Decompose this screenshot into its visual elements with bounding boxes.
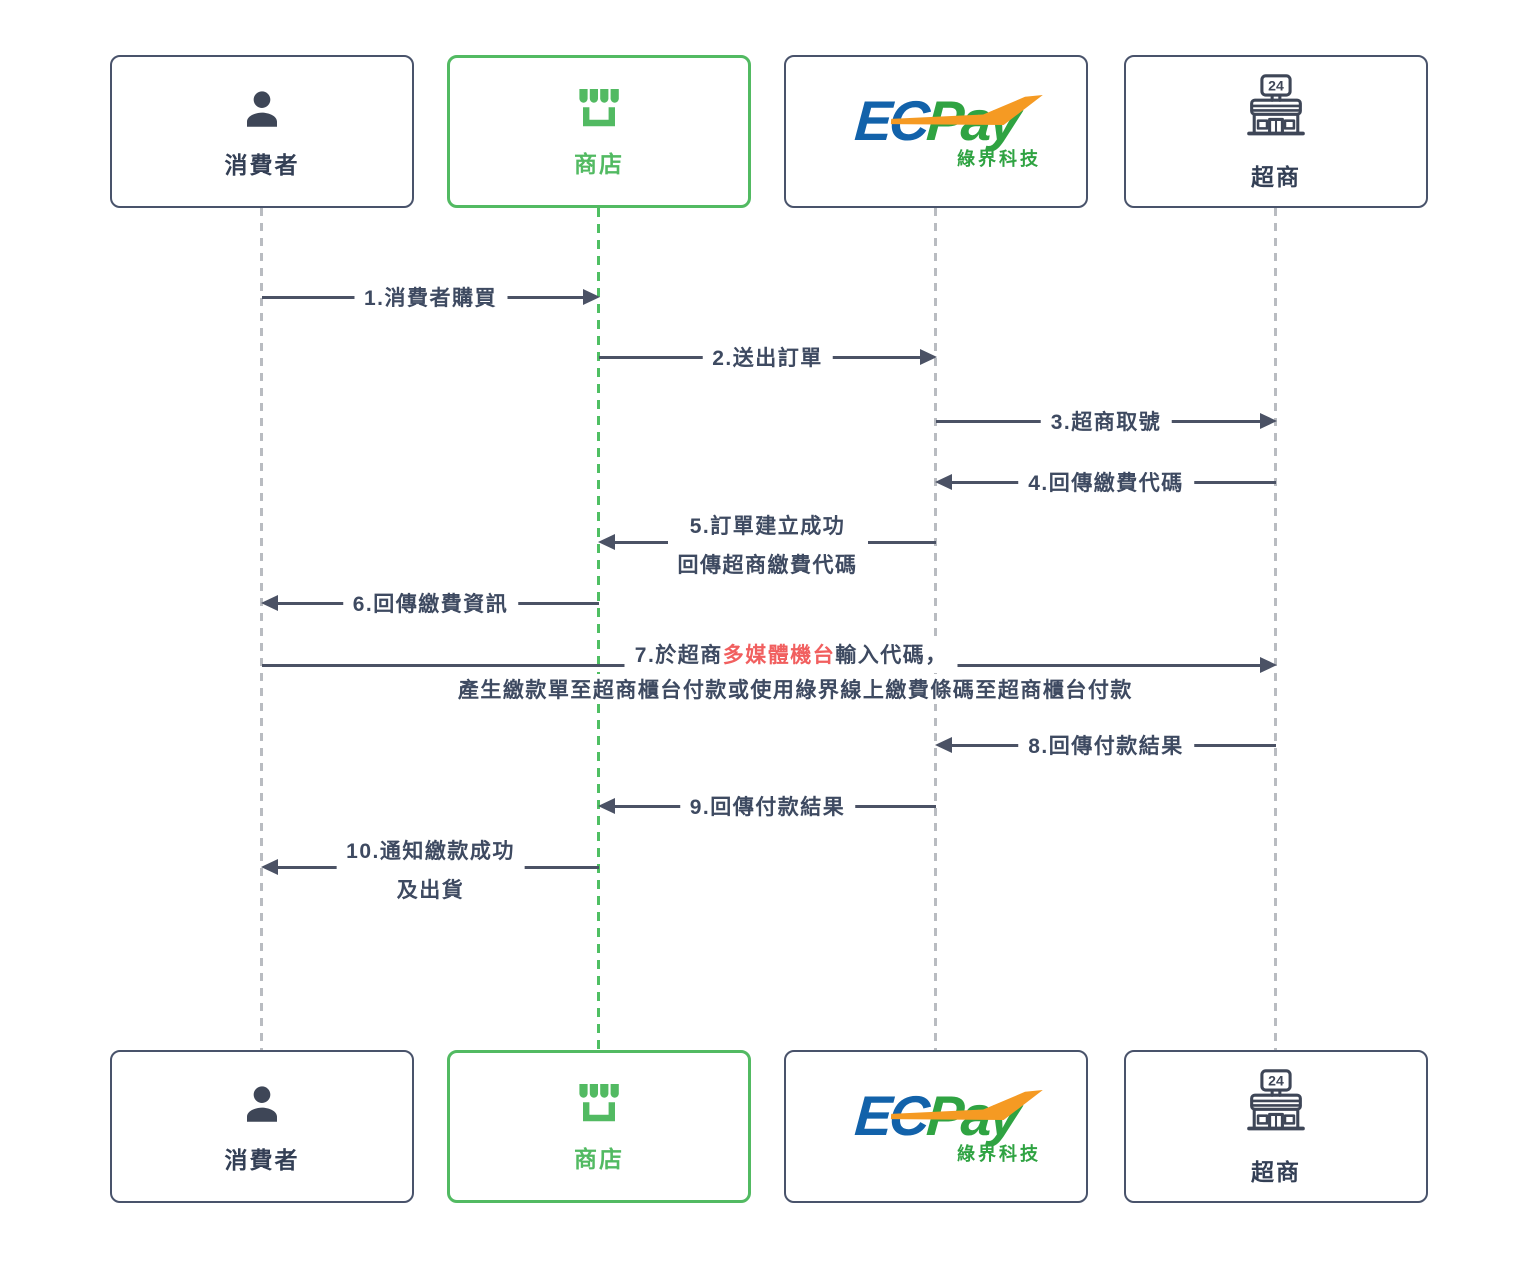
message-label-8: 8.回傳付款結果 bbox=[1018, 730, 1194, 760]
message-label-2: 2.送出訂單 bbox=[702, 342, 833, 372]
actor-label-consumer: 消費者 bbox=[224, 152, 300, 178]
message-label-4: 4.回傳繳費代碼 bbox=[1018, 467, 1194, 497]
message-label-6: 6.回傳繳費資訊 bbox=[342, 588, 519, 618]
arrowhead-icon bbox=[935, 474, 952, 490]
actor-label-cvs: 超商 bbox=[1251, 1158, 1301, 1185]
sign-24-text: 24 bbox=[1268, 1072, 1284, 1088]
convenience-store-24-icon: 24 bbox=[1235, 1067, 1317, 1149]
ecpay-logo: ECPay 綠界科技 bbox=[821, 1084, 1051, 1166]
arrowhead-icon bbox=[261, 595, 278, 611]
message-label-3: 3.超商取號 bbox=[1040, 406, 1172, 436]
person-icon bbox=[237, 83, 287, 133]
message-label-10: 10.通知繳款成功 及出貨 bbox=[336, 832, 525, 910]
actor-store-top: 商店 bbox=[447, 55, 751, 208]
message-label-5-line2: 回傳超商繳費代碼 bbox=[677, 554, 858, 577]
ecpay-ec-text: EC bbox=[852, 1083, 929, 1147]
message-label-7-line1: 7.於超商多媒體機台輸入代碼， bbox=[624, 639, 958, 669]
arrowhead-icon bbox=[1260, 413, 1277, 429]
actor-label-store: 商店 bbox=[574, 151, 624, 177]
actor-consumer-bottom: 消費者 bbox=[110, 1050, 414, 1203]
ecpay-subtitle: 綠界科技 bbox=[957, 148, 1041, 169]
lifeline-store bbox=[597, 208, 600, 1050]
message-7-suffix: 輸入代碼， bbox=[835, 644, 948, 667]
lifeline-consumer bbox=[260, 208, 263, 1050]
message-label-10-line1: 10.通知繳款成功 bbox=[346, 840, 515, 863]
storefront-icon bbox=[575, 84, 623, 132]
message-7-highlight: 多媒體機台 bbox=[722, 644, 836, 667]
lifeline-ecpay bbox=[934, 208, 937, 1050]
convenience-store-24-icon: 24 bbox=[1235, 72, 1317, 154]
message-label-5: 5.訂單建立成功 回傳超商繳費代碼 bbox=[667, 507, 868, 585]
ecpay-wordmark: ECPay bbox=[853, 89, 1044, 152]
ecpay-wordmark: ECPay bbox=[853, 1084, 1044, 1147]
arrowhead-icon bbox=[598, 798, 615, 814]
arrowhead-icon bbox=[583, 289, 600, 305]
actor-cvs-top: 24 超商 bbox=[1124, 55, 1428, 208]
message-label-1: 1.消費者購買 bbox=[353, 282, 508, 312]
arrowhead-icon bbox=[1260, 657, 1277, 673]
message-label-5-line1: 5.訂單建立成功 bbox=[689, 515, 846, 538]
actor-label-cvs: 超商 bbox=[1251, 163, 1301, 190]
ecpay-logo: ECPay 綠界科技 bbox=[821, 89, 1051, 171]
message-label-10-line2: 及出貨 bbox=[396, 879, 465, 902]
message-7-prefix: 7.於超商 bbox=[634, 644, 723, 667]
ecpay-subtitle: 綠界科技 bbox=[957, 1143, 1041, 1164]
actor-ecpay-top: ECPay 綠界科技 bbox=[784, 55, 1088, 208]
ecpay-pay-text: Pay bbox=[924, 1083, 1020, 1147]
actor-label-store: 商店 bbox=[574, 1146, 624, 1172]
message-label-7-line2: 產生繳款單至超商櫃台付款或使用綠界線上繳費條碼至超商櫃台付款 bbox=[447, 674, 1143, 704]
arrowhead-icon bbox=[261, 859, 278, 875]
ecpay-ec-text: EC bbox=[852, 88, 929, 152]
arrowhead-icon bbox=[920, 349, 937, 365]
sign-24-text: 24 bbox=[1268, 77, 1284, 93]
actor-cvs-bottom: 24 超商 bbox=[1124, 1050, 1428, 1203]
actor-ecpay-bottom: ECPay 綠界科技 bbox=[784, 1050, 1088, 1203]
actor-consumer-top: 消費者 bbox=[110, 55, 414, 208]
actor-store-bottom: 商店 bbox=[447, 1050, 751, 1203]
arrowhead-icon bbox=[935, 737, 952, 753]
message-label-9: 9.回傳付款結果 bbox=[679, 791, 856, 821]
lifeline-cvs bbox=[1274, 208, 1277, 1050]
person-icon bbox=[237, 1078, 287, 1128]
arrowhead-icon bbox=[598, 534, 615, 550]
ecpay-pay-text: Pay bbox=[924, 88, 1020, 152]
actor-label-consumer: 消費者 bbox=[224, 1147, 300, 1173]
storefront-icon bbox=[575, 1079, 623, 1127]
